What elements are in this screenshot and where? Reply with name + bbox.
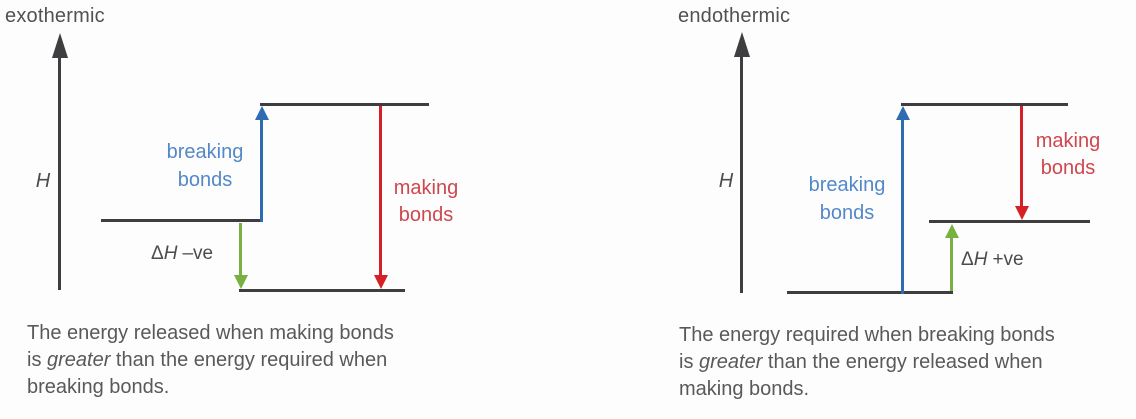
- making-bonds-label-line1: making: [393, 177, 459, 199]
- caption-line2-italic: greater: [47, 349, 111, 371]
- breaking-bonds-arrowhead: [896, 106, 910, 120]
- delta-h-arrowhead: [945, 224, 959, 238]
- caption-line1: The energy required when breaking bonds: [679, 324, 1055, 346]
- delta-sign: –ve: [182, 243, 214, 264]
- enthalpy-axis-arrowhead: [52, 33, 68, 58]
- breaking-bonds-label-line1: breaking: [808, 174, 886, 196]
- delta-h-label: ΔH–ve: [151, 243, 213, 265]
- making-bonds-arrowhead: [1015, 206, 1029, 220]
- enthalpy-axis-line: [740, 55, 743, 293]
- breaking-bonds-label-line1: breaking: [166, 141, 244, 163]
- breaking-bonds-label-line2: bonds: [819, 202, 875, 224]
- delta-symbol: Δ: [961, 249, 974, 270]
- delta-variable: H: [973, 249, 988, 270]
- delta-h-arrowhead: [234, 275, 248, 289]
- exothermic-title: exothermic: [5, 5, 105, 27]
- breaking-bonds-arrowhead: [255, 106, 269, 120]
- caption-line2-italic: greater: [699, 351, 763, 373]
- product-level-line: [929, 220, 1090, 223]
- caption-line2-post: than the energy released when: [762, 351, 1043, 373]
- enthalpy-axis-arrowhead: [734, 32, 750, 57]
- delta-sign: +ve: [992, 249, 1024, 270]
- product-level-line: [239, 289, 405, 292]
- making-bonds-label: making bonds: [378, 175, 474, 229]
- exothermic-caption: The energy released when making bonds is…: [27, 320, 394, 401]
- enthalpy-axis-line: [58, 56, 61, 290]
- breaking-bonds-label: breaking bonds: [797, 171, 897, 227]
- making-bonds-arrow: [1020, 106, 1023, 207]
- breaking-bonds-arrow: [260, 118, 263, 222]
- making-bonds-arrowhead: [374, 275, 388, 289]
- exothermic-diagram: exothermic H breaking bonds ΔH–ve making…: [5, 5, 474, 401]
- making-bonds-label-line2: bonds: [1040, 157, 1096, 179]
- intermediate-level-line: [260, 103, 429, 106]
- intermediate-level-line: [901, 103, 1068, 106]
- endothermic-caption: The energy required when breaking bonds …: [679, 322, 1055, 403]
- breaking-bonds-arrow: [901, 118, 904, 294]
- caption-line1: The energy released when making bonds: [27, 322, 394, 344]
- enthalpy-axis-label: H: [35, 170, 51, 192]
- caption-line3: breaking bonds.: [27, 376, 170, 398]
- making-bonds-label-line2: bonds: [398, 204, 454, 226]
- delta-variable: H: [163, 243, 178, 264]
- endothermic-title: endothermic: [678, 5, 791, 27]
- reactant-level-line: [101, 219, 263, 222]
- breaking-bonds-label: breaking bonds: [155, 138, 255, 194]
- caption-line2-pre: is: [27, 349, 47, 371]
- delta-h-label: ΔH+ve: [961, 249, 1024, 271]
- endothermic-diagram: endothermic H breaking bonds ΔH+ve makin…: [568, 0, 1136, 419]
- delta-symbol: Δ: [151, 243, 164, 264]
- delta-h-arrow: [239, 223, 242, 276]
- caption-line2-post: than the energy required when: [110, 349, 388, 371]
- enthalpy-axis-label: H: [718, 170, 734, 192]
- making-bonds-label-line1: making: [1035, 130, 1101, 152]
- reactant-level-line: [787, 291, 953, 294]
- breaking-bonds-label-line2: bonds: [177, 169, 233, 191]
- delta-h-arrow: [950, 238, 953, 291]
- making-bonds-arrow: [379, 106, 382, 276]
- making-bonds-label: making bonds: [1020, 128, 1116, 182]
- caption-line2-pre: is: [679, 351, 699, 373]
- caption-line3: making bonds.: [679, 378, 810, 400]
